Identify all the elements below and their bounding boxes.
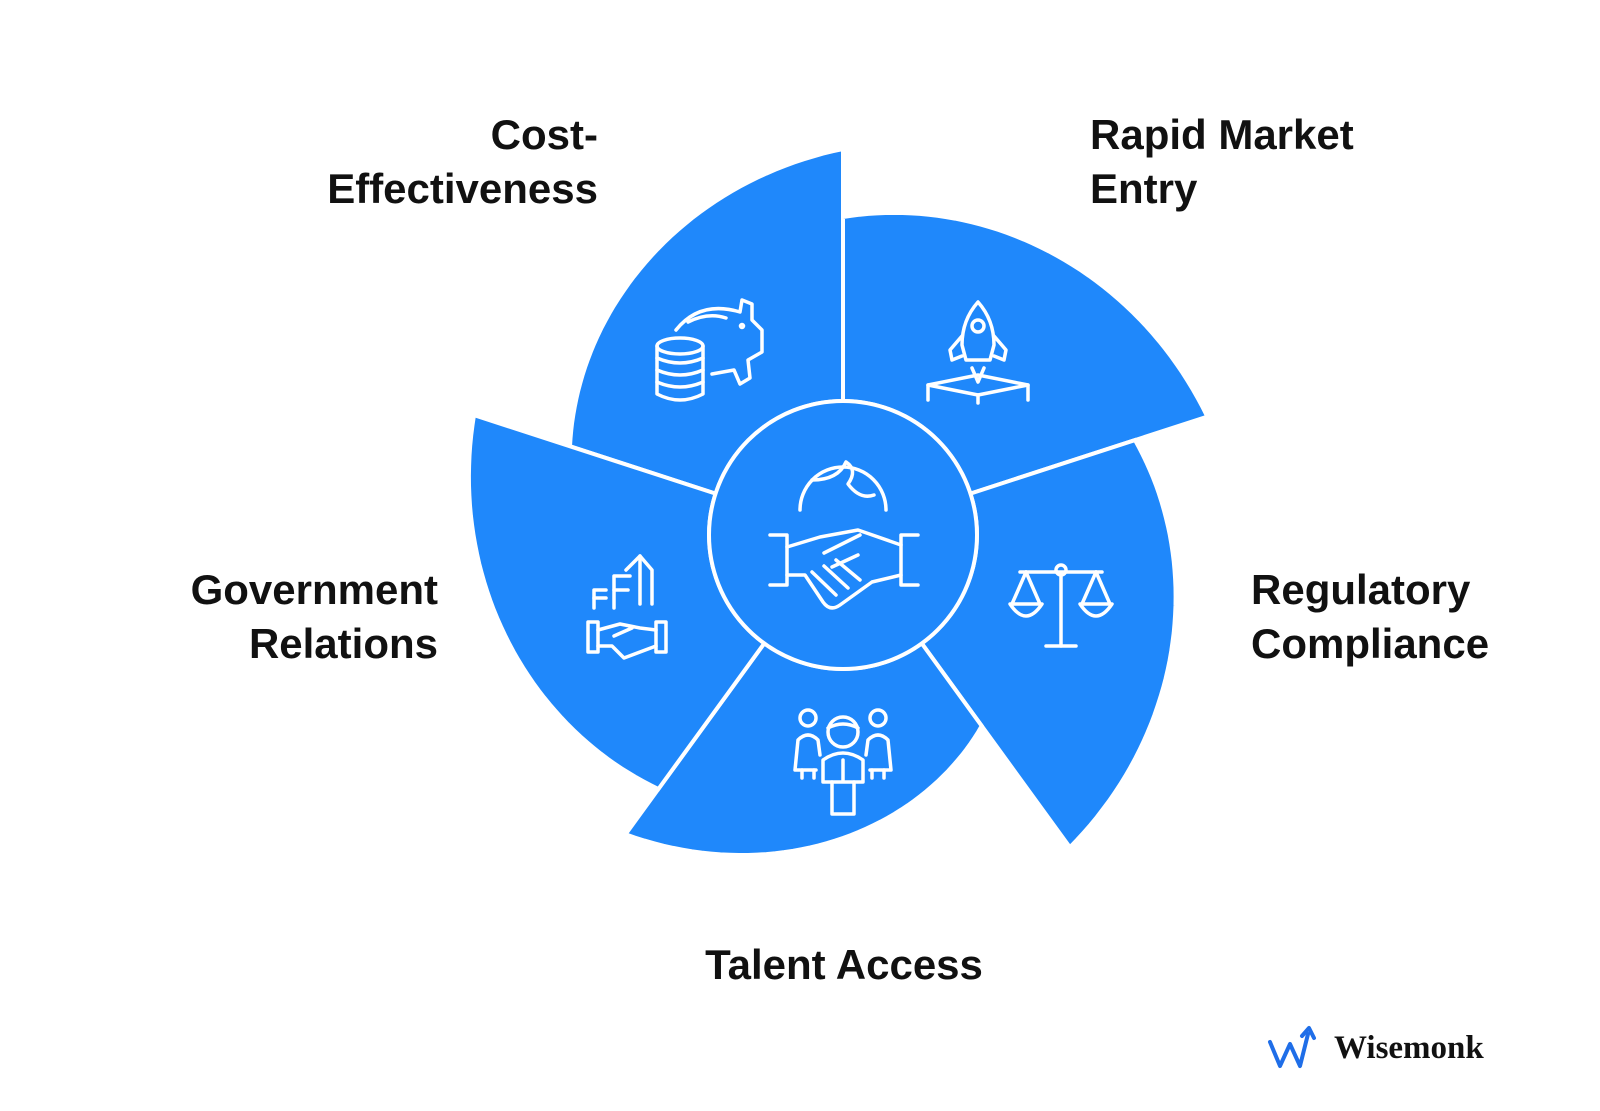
segments-group: [466, 146, 1211, 857]
center-circle: [707, 399, 979, 671]
balance-scale-icon: [1008, 563, 1114, 648]
label-line: Compliance: [1251, 620, 1490, 667]
label-line: Regulatory: [1251, 566, 1471, 613]
rocket-launch-icon: [926, 300, 1030, 405]
label-line: Cost-: [490, 111, 598, 158]
label-line: Relations: [248, 620, 438, 667]
team-people-icon: [793, 708, 893, 816]
wisemonk-logo-icon: [1268, 1026, 1316, 1068]
label-rapid-market-entry: Rapid Market Entry: [1090, 108, 1410, 216]
label-line: Rapid Market: [1090, 111, 1354, 158]
label-line: Entry: [1090, 165, 1198, 212]
brand-name: Wisemonk: [1334, 1030, 1484, 1066]
label-regulatory-compliance: Regulatory Compliance: [1251, 563, 1551, 671]
label-cost-effectiveness: Cost- Effectiveness: [298, 108, 598, 216]
government-handshake-icon: [586, 554, 668, 660]
label-line: Effectiveness: [327, 165, 598, 212]
piggy-bank-coins-icon: [655, 298, 764, 402]
label-talent-access: Talent Access: [644, 938, 1044, 992]
label-government-relations: Government Relations: [118, 563, 438, 671]
label-line: Talent Access: [705, 941, 983, 988]
handshake-globe-icon: [768, 460, 920, 610]
label-line: Government: [190, 566, 438, 613]
